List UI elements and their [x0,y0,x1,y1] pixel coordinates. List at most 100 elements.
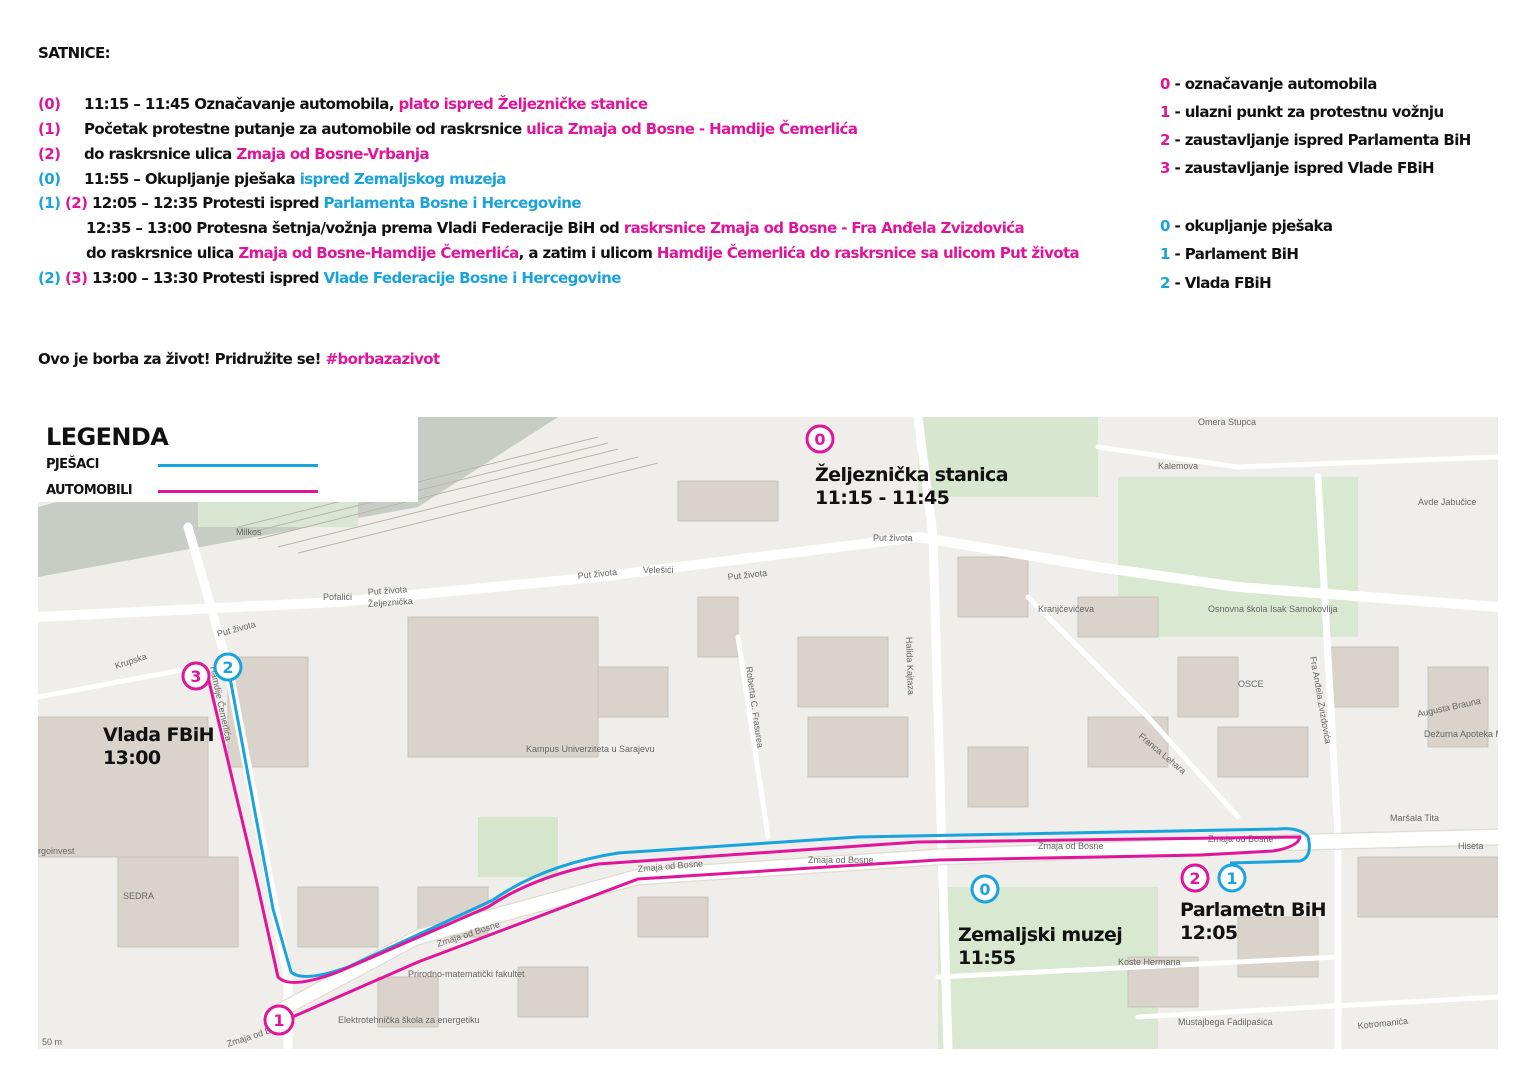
map-legend-title: LEGENDA [46,423,169,451]
station-time: 11:15 - 11:45 [815,487,950,509]
marker-number: 2 [222,658,233,677]
schedule-marker: (3) [64,269,88,287]
street-label: Put života [873,533,913,543]
marker-number: 3 [190,667,201,686]
marker-car-0: 0 [805,424,835,454]
muzej-label: Zemaljski muzej 11:55 [958,924,1123,970]
schedule-text: 12:35 – 13:00 Protesna šetnja/vožnja pre… [86,219,624,237]
vlada-label: Vlada FBiH 13:00 [103,724,215,770]
legend-ped-item: 1 - Parlament BiH [1160,245,1299,263]
legend-text: - Parlament BiH [1169,245,1299,263]
muzej-time: 11:55 [958,947,1016,969]
park-area [478,817,558,877]
marker-car-2: 2 [1180,863,1210,893]
schedule-marker: (2) [38,145,61,163]
schedule-row: do raskrsnice ulica Zmaja od Bosne-Hamdi… [38,244,1080,262]
schedule-row: (0) 11:15 – 11:45 Označavanje automobila,… [38,95,648,113]
schedule-highlight: ulica Zmaja od Bosne - Hamdije Čemerlića [526,120,858,138]
schedule-marker: (0) [38,95,61,113]
street-label: Halida Kajtaza [904,637,916,695]
street-label: Željeznička [367,596,413,609]
schedule-marker: (1) [38,120,61,138]
station-label: Željeznička stanica 11:15 - 11:45 [815,464,1009,510]
street-label: Kranjčevićeva [1038,604,1094,614]
legend-text: - okupljanje pješaka [1169,217,1333,235]
street-label: Omera Stupca [1198,417,1256,427]
schedule-highlight: Zmaja od Bosne-Vrbanja [236,145,429,163]
schedule-marker: (1) [38,194,61,212]
street-label: Mustajbega Fadilpašića [1178,1017,1273,1027]
schedule-row: (1) (2) 12:05 – 12:35 Protesti ispred Pa… [38,194,582,212]
schedule-marker: (2) [64,194,88,212]
schedule-text: 11:15 – 11:45 Označavanje automobila, [84,95,399,113]
schedule-row: (2) (3) 13:00 – 13:30 Protesti ispred Vl… [38,269,621,287]
schedule-text: Početak protestne putanje za automobile … [84,120,527,138]
parlament-name: Parlametn BiH [1180,899,1327,921]
legend-ped-item: 0 - okupljanje pješaka [1160,217,1333,235]
legend-pedestrians-label: PJEŠACI [46,457,99,472]
schedule-text: 13:00 – 13:30 Protesti ispred [91,269,324,287]
hashtag: #borbazazivot [325,350,441,368]
schedule-text: , a zatim i ulicom [518,244,657,262]
marker-number: 0 [979,880,990,899]
parlament-label: Parlametn BiH 12:05 [1180,899,1327,945]
street-label: 50 m [42,1037,62,1047]
park-area [918,417,1098,497]
road-edges [267,828,1498,1026]
schedule-row: (0) 11:55 – Okupljanje pješaka ispred Zem… [38,170,507,188]
marker-number: 2 [1189,869,1200,888]
marker-ped-2: 2 [213,652,243,682]
car-route-out [280,853,1202,1024]
slogan: Ovo je borba za život! Pridružite se! #b… [38,350,440,368]
vlada-name: Vlada FBiH [103,724,215,746]
legend-cars-item: 3 - zaustavljanje ispred Vlade FBiH [1160,159,1435,177]
legend-num: 1 [1160,103,1170,121]
street-label: Milkos [236,527,262,537]
street-label: Kampus Univerziteta u Sarajevu [526,744,655,754]
legend-text: - zaustavljanje ispred Parlamenta BiH [1169,131,1471,149]
street-label: Zmaja od Bosne [808,855,874,865]
legend-num: 0 [1160,217,1170,235]
schedule-row: (2)do raskrsnice ulica Zmaja od Bosne-Vr… [38,145,430,163]
parlament-time: 12:05 [1180,922,1238,944]
schedule-text: 11:55 – Okupljanje pješaka [84,170,300,188]
legend-cars-line [158,490,318,493]
station-name: Željeznička stanica [815,464,1009,486]
street-label: Zmaja od Bosne [1038,841,1104,851]
muzej-name: Zemaljski muzej [958,924,1123,946]
street-label: Put života [577,567,617,581]
marker-number: 1 [1226,869,1237,888]
schedule-row: 12:35 – 13:00 Protesna šetnja/vožnja pre… [38,219,1025,237]
legend-text: - ulazni punkt za protestnu vožnju [1169,103,1444,121]
marker-ped-0: 0 [970,874,1000,904]
street-label: Osnovna škola Isak Samokovlija [1208,604,1338,614]
map-legend: LEGENDA PJEŠACI AUTOMOBILI [38,417,418,502]
schedule-highlight: Parlamenta Bosne i Hercegovine [323,194,581,212]
street-label: Prirodno-matematički fakultet [408,969,525,979]
schedule-highlight: ispred Zemaljskog muzeja [299,170,507,188]
car-route-back [206,676,1302,984]
legend-text: - Vlada FBiH [1169,274,1272,292]
route-map: Zmaja od Bosne Zmaja od Bosne Zmaja od B… [38,417,1498,1049]
legend-ped-item: 2 - Vlada FBiH [1160,274,1272,292]
slogan-text: Ovo je borba za život! Pridružite se! [38,350,326,368]
schedule-text: 12:05 – 12:35 Protesti ispred [91,194,324,212]
schedule-marker: (0) [38,170,61,188]
schedule-highlight: raskrsnice Zmaja od Bosne - Fra Anđela Z… [623,219,1025,237]
roads [38,417,1498,1049]
street-label: Velešići [643,565,674,575]
railway [237,436,659,554]
legend-text: - zaustavljanje ispred Vlade FBiH [1169,159,1434,177]
street-label: SEDRA [123,891,154,901]
schedule-highlight: Zmaja od Bosne-Hamdije Čemerlića [238,244,519,262]
legend-cars-item: 1 - ulazni punkt za protestnu vožnju [1160,103,1444,121]
legend-text: - označavanje automobila [1169,75,1377,93]
marker-ped-1: 1 [1217,863,1247,893]
street-label: Pofalići [323,592,352,602]
legend-cars-label: AUTOMOBILI [46,483,133,498]
legend-num: 3 [1160,159,1170,177]
marker-car-3: 3 [181,661,211,691]
schedule-highlight: Hamdije Čemerlića do raskrsnice sa ulico… [656,244,1080,262]
street-label: Avde Jabučice [1418,497,1476,507]
street-label: Put života [727,568,767,582]
